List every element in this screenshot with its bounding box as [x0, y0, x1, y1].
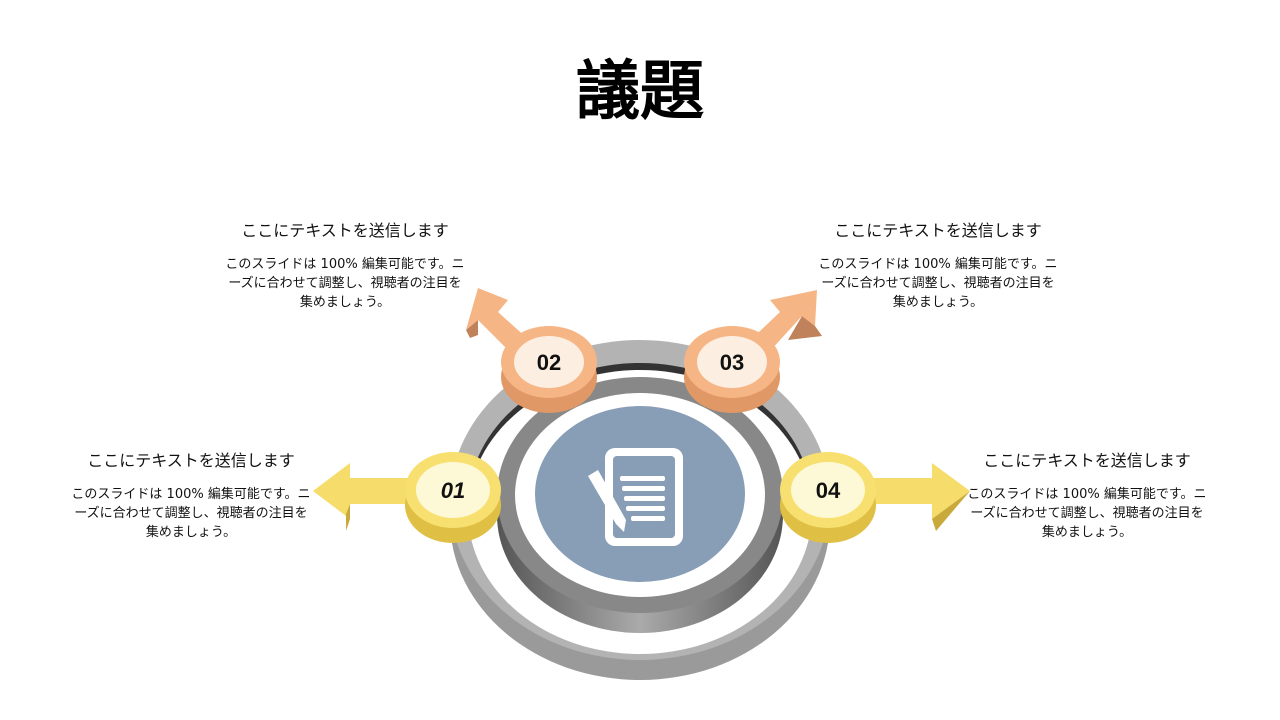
badge-01: 01 [405, 452, 501, 543]
item-body: このスライドは 100% 編集可能です。ニーズに合わせて調整し、視聴者の注目を集… [818, 257, 1058, 310]
badge-03: 03 [684, 326, 780, 413]
badge-number: 02 [537, 350, 561, 375]
document-pen-icon [588, 448, 683, 546]
badge-02: 02 [501, 326, 597, 413]
item-body: このスライドは 100% 編集可能です。ニーズに合わせて調整し、視聴者の注目を集… [967, 487, 1207, 540]
item-heading: ここにテキストを送信します [87, 451, 295, 470]
badge-04: 04 [780, 452, 876, 543]
badge-number: 01 [441, 478, 465, 503]
item-heading: ここにテキストを送信します [241, 221, 449, 240]
item-heading: ここにテキストを送信します [983, 451, 1191, 470]
item-04-text: ここにテキストを送信します このスライドは 100% 編集可能です。ニーズに合わ… [967, 447, 1207, 542]
item-02-text: ここにテキストを送信します このスライドは 100% 編集可能です。ニーズに合わ… [225, 217, 465, 312]
arrow-01 [313, 463, 440, 531]
page-title: 議題 [576, 55, 704, 129]
item-body: このスライドは 100% 編集可能です。ニーズに合わせて調整し、視聴者の注目を集… [225, 257, 465, 310]
badge-number: 04 [816, 478, 841, 503]
item-03-text: ここにテキストを送信します このスライドは 100% 編集可能です。ニーズに合わ… [818, 217, 1058, 312]
badge-number: 03 [720, 350, 744, 375]
arrow-04 [840, 463, 970, 531]
item-body: このスライドは 100% 編集可能です。ニーズに合わせて調整し、視聴者の注目を集… [71, 487, 311, 540]
item-01-text: ここにテキストを送信します このスライドは 100% 編集可能です。ニーズに合わ… [71, 447, 311, 542]
item-heading: ここにテキストを送信します [834, 221, 1042, 240]
